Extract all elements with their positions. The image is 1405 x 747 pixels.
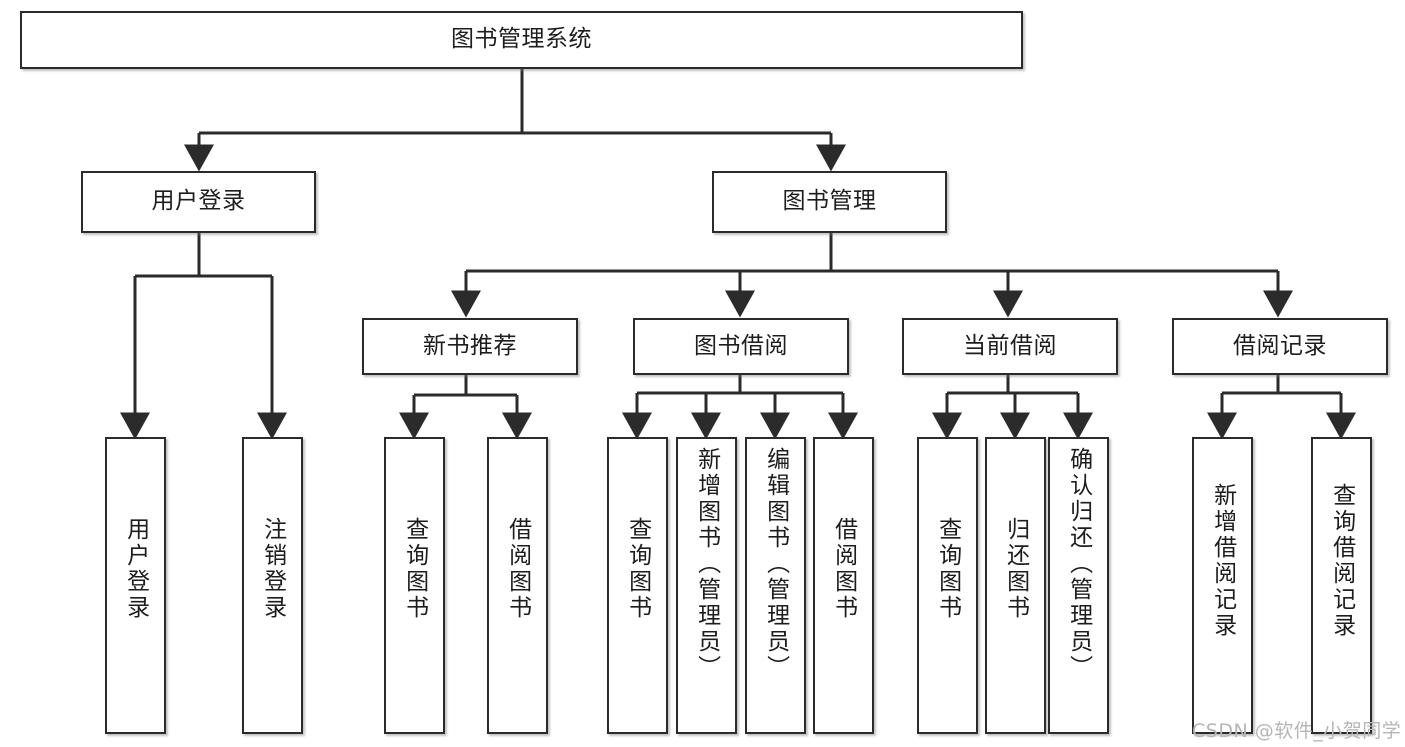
- leaf-record-add-record-label: 新增借阅记录: [1209, 483, 1236, 639]
- node-root-label: 图书管理系统: [451, 26, 592, 53]
- leaf-newbook-borrow-book[interactable]: 借阅图书: [487, 437, 548, 734]
- leaf-newbook-borrow-book-label: 借阅图书: [504, 517, 531, 621]
- leaf-borrow-borrow-book[interactable]: 借阅图书: [813, 437, 874, 734]
- leaf-current-confirm-return-admin[interactable]: 确认归还（管理员）: [1048, 437, 1109, 734]
- leaf-current-confirm-return-admin-label: 确认归还（管理员）: [1065, 447, 1092, 681]
- leaf-current-query-book[interactable]: 查询图书: [917, 437, 978, 734]
- leaf-newbook-query-book[interactable]: 查询图书: [384, 437, 445, 734]
- leaf-current-return-book-label: 归还图书: [1002, 517, 1029, 621]
- node-current-borrow-label: 当前借阅: [963, 332, 1057, 359]
- node-book-borrow[interactable]: 图书借阅: [633, 318, 849, 375]
- node-user-login[interactable]: 用户登录: [81, 171, 316, 233]
- leaf-user-logout[interactable]: 注销登录: [242, 437, 303, 734]
- leaf-borrow-edit-book-admin[interactable]: 编辑图书（管理员）: [745, 437, 806, 734]
- leaf-record-add-record[interactable]: 新增借阅记录: [1192, 437, 1253, 734]
- node-book-borrow-label: 图书借阅: [694, 332, 788, 359]
- leaf-borrow-query-book-label: 查询图书: [624, 517, 651, 621]
- node-root[interactable]: 图书管理系统: [20, 11, 1023, 69]
- leaf-borrow-query-book[interactable]: 查询图书: [607, 437, 668, 734]
- leaf-user-logout-label: 注销登录: [259, 517, 286, 621]
- leaf-borrow-borrow-book-label: 借阅图书: [830, 517, 857, 621]
- node-current-borrow[interactable]: 当前借阅: [902, 318, 1118, 375]
- leaf-borrow-add-book-admin[interactable]: 新增图书（管理员）: [676, 437, 737, 734]
- node-new-book-recommend[interactable]: 新书推荐: [362, 318, 578, 375]
- leaf-current-return-book[interactable]: 归还图书: [985, 437, 1046, 734]
- node-user-login-label: 用户登录: [151, 188, 246, 215]
- csdn-watermark: CSDN @软件_小贺同学: [1192, 720, 1402, 742]
- leaf-borrow-add-book-admin-label: 新增图书（管理员）: [693, 447, 720, 681]
- node-new-book-recommend-label: 新书推荐: [423, 332, 517, 359]
- leaf-record-query-record-label: 查询借阅记录: [1328, 483, 1355, 639]
- leaf-record-query-record[interactable]: 查询借阅记录: [1311, 437, 1372, 734]
- leaf-user-login[interactable]: 用户登录: [105, 437, 166, 734]
- leaf-newbook-query-book-label: 查询图书: [401, 517, 428, 621]
- node-borrow-record-label: 借阅记录: [1233, 332, 1327, 359]
- leaf-current-query-book-label: 查询图书: [934, 517, 961, 621]
- leaf-user-login-label: 用户登录: [122, 517, 149, 621]
- node-borrow-record[interactable]: 借阅记录: [1172, 318, 1388, 375]
- node-book-management-label: 图书管理: [782, 188, 877, 215]
- node-book-management[interactable]: 图书管理: [712, 171, 947, 233]
- leaf-borrow-edit-book-admin-label: 编辑图书（管理员）: [762, 447, 789, 681]
